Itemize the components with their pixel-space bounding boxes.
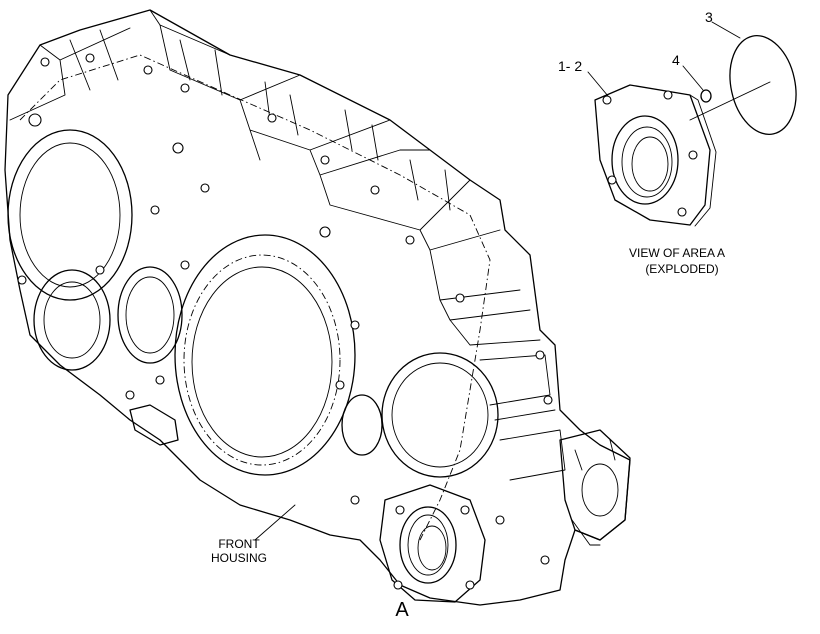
area-a-letter: A — [395, 599, 409, 621]
housing-top-flange — [9, 9, 501, 251]
area-a-cover — [379, 484, 486, 603]
view-title-line1: VIEW OF AREA A — [629, 246, 725, 260]
small-bore — [341, 394, 383, 456]
exploded-view-area-a — [587, 21, 797, 227]
lower-left-bore — [33, 269, 111, 371]
bolt-holes — [17, 53, 553, 565]
housing-inner-flange — [19, 54, 491, 541]
central-bore — [174, 234, 356, 476]
leader-1-2 — [587, 71, 609, 97]
callout-4: 4 — [672, 52, 680, 68]
view-title-line2: (EXPLODED) — [645, 262, 718, 276]
front-housing-label-line2: HOUSING — [211, 551, 267, 565]
housing-ribs — [69, 29, 451, 211]
callout-3: 3 — [705, 9, 713, 25]
middle-small-bore — [117, 266, 183, 364]
left-lug — [129, 404, 179, 446]
leader-4 — [682, 65, 704, 91]
leader-front-housing — [254, 504, 296, 541]
o-ring-part-3 — [729, 34, 797, 136]
right-bore — [381, 352, 499, 478]
housing-right-steps — [429, 249, 566, 481]
callout-1-2: 1- 2 — [558, 58, 582, 74]
housing-outline — [4, 9, 631, 606]
right-mount-bracket — [559, 429, 631, 546]
left-bore — [7, 129, 133, 301]
front-housing-label-line1: FRONT — [218, 537, 260, 551]
leader-3 — [711, 21, 741, 39]
small-seal-part-4 — [700, 89, 712, 103]
front-housing-drawing — [4, 9, 631, 606]
